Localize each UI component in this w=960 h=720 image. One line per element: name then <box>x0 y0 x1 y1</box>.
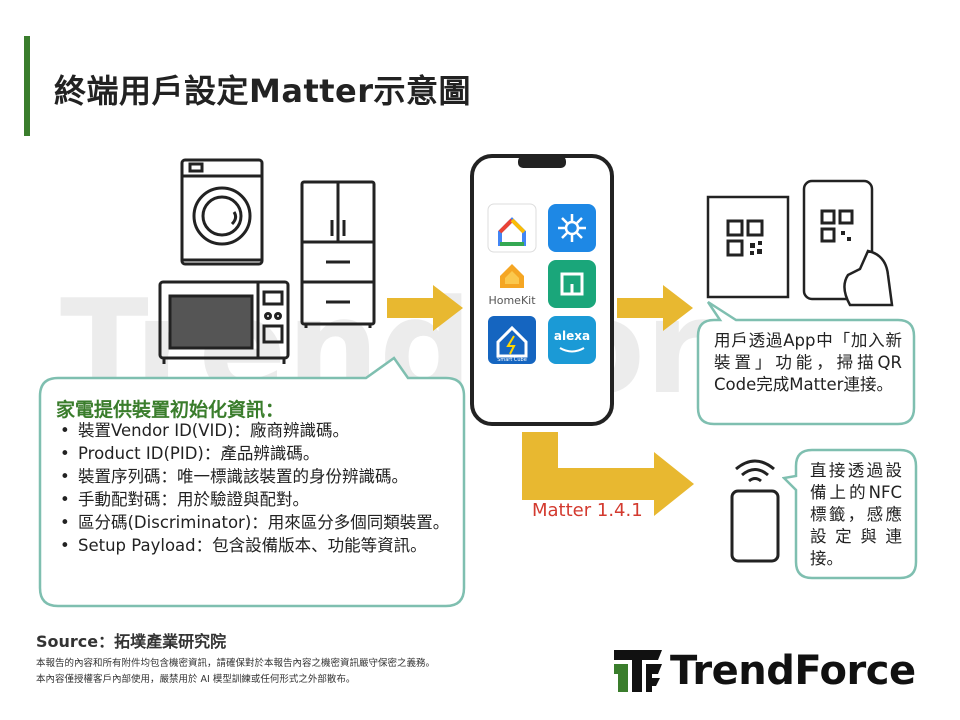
trendforce-logo-text: TrendForce <box>670 648 916 694</box>
appliances-illustration <box>158 158 376 364</box>
nfc-instruction-text: 直接透過設備上的NFC標籤，感應設定與連接。 <box>810 461 902 568</box>
arrow-right-icon <box>387 285 463 331</box>
svg-text:alexa: alexa <box>554 329 590 343</box>
svg-text:Smart Cube: Smart Cube <box>497 357 527 363</box>
smart-cube-icon: Smart Cube <box>488 316 536 364</box>
list-item: 手動配對碼：用於驗證與配對。 <box>60 489 460 511</box>
refrigerator-icon <box>300 180 376 328</box>
appliance-info-list: 裝置Vendor ID(VID)：廠商辨識碼。 Product ID(PID)：… <box>60 420 460 558</box>
list-item: Product ID(PID)：產品辨識碼。 <box>60 443 460 465</box>
google-home-icon <box>487 203 537 253</box>
list-item: 裝置Vendor ID(VID)：廠商辨識碼。 <box>60 420 460 442</box>
washing-machine-icon <box>180 158 264 266</box>
list-item: 區分碼(Discriminator)：用來區分多個同類裝置。 <box>60 512 460 534</box>
phone-scanning-icon <box>802 179 894 307</box>
nfc-phone-icon <box>730 459 780 563</box>
page-title: 終端用戶設定Matter示意圖 <box>54 72 472 110</box>
list-item: 裝置序列碼：唯一標識該裝置的身份辨識碼。 <box>60 466 460 488</box>
svg-text:HomeKit: HomeKit <box>488 294 536 307</box>
arrow-right-icon <box>617 285 693 331</box>
arrow-down-right-icon <box>522 432 694 516</box>
disclaimer-line: 本報告的內容和所有附件均包含機密資訊，請確保對於本報告內容之機密資訊嚴守保密之義… <box>36 658 436 669</box>
smartthings-icon <box>548 204 596 252</box>
disclaimer-line: 本內容僅授權客戶內部使用，嚴禁用於 AI 模型訓練或任何形式之外部散布。 <box>36 674 356 685</box>
alexa-icon: alexa <box>548 316 596 364</box>
qr-instruction-bubble <box>696 300 916 426</box>
qr-instruction-text: 用戶透過App中「加入新裝置」功能，掃描QR Code完成Matter連接。 <box>714 331 902 394</box>
title-accent-bar <box>24 36 30 136</box>
homekit-icon: HomeKit <box>488 264 536 307</box>
qr-scan-illustration <box>706 179 894 307</box>
qr-card-icon <box>706 195 790 299</box>
smartphone-apps: HomeKit Smart Cube alexa <box>470 154 614 426</box>
mi-home-icon <box>548 260 596 308</box>
appliance-info-heading: 家電提供裝置初始化資訊： <box>56 399 285 421</box>
nfc-instruction-bubble <box>782 448 918 580</box>
source-note: Source：拓墣產業研究院 <box>36 632 227 651</box>
list-item: Setup Payload：包含設備版本、功能等資訊。 <box>60 535 460 557</box>
matter-version-label: Matter 1.4.1 <box>532 500 643 521</box>
trendforce-logo-icon <box>614 650 662 692</box>
microwave-icon <box>158 280 290 364</box>
